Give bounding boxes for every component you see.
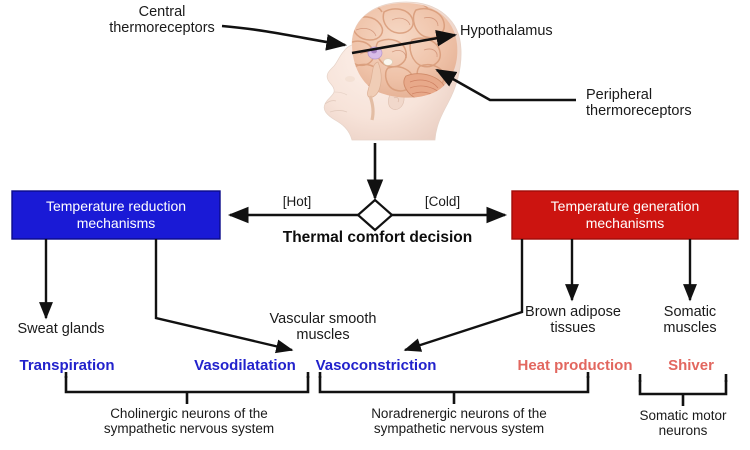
label-organ-sweat-glands: Sweat glands [17, 321, 105, 337]
label-organ-somatic-muscles: Somatic muscles [663, 304, 717, 336]
label-response-transpiration: Transpiration [19, 357, 115, 374]
peripheral-thermoreceptors-arrow [435, 68, 576, 102]
central-thermoreceptors-arrow [221, 24, 348, 51]
hypothalamus-arrow [351, 30, 458, 55]
label-peripheral-thermoreceptors: Peripheral thermoreceptors [586, 87, 692, 119]
label-temperature-generation: Temperature generation mechanisms [550, 198, 700, 231]
arrow-to-vasoconstriction [403, 239, 524, 352]
label-pathway-somatic-motor: Somatic motor neurons [639, 408, 727, 439]
label-temperature-reduction: Temperature reduction mechanisms [45, 198, 187, 231]
bracket-somatic-motor [638, 380, 728, 396]
head-brain-anatomy-image [323, 1, 462, 141]
temperature-reduction-box [11, 190, 221, 240]
label-response-vasodilatation: Vasodilatation [194, 357, 296, 374]
label-pathway-cholinergic: Cholinergic neurons of the sympathetic n… [103, 406, 275, 437]
label-branch-cold: [Cold] [424, 194, 461, 209]
label-response-vasoconstriction: Vasoconstriction [315, 357, 437, 374]
bracket-cholinergic [64, 376, 310, 394]
label-branch-hot: [Hot] [282, 194, 312, 209]
label-pathway-noradrenergic: Noradrenergic neurons of the sympathetic… [371, 406, 547, 437]
decision-diamond-icon [356, 198, 394, 232]
label-central-thermoreceptors: Central thermoreceptors [109, 4, 215, 36]
label-response-heat-production: Heat production [517, 357, 633, 374]
label-organ-vascular-smooth-muscles: Vascular smooth muscles [269, 311, 377, 343]
label-organ-brown-adipose-tissues: Brown adipose tissues [525, 304, 621, 336]
temperature-generation-box [511, 190, 739, 240]
bracket-noradrenergic [318, 376, 590, 394]
label-response-shiver: Shiver [668, 357, 714, 374]
label-hypothalamus: Hypothalamus [460, 23, 553, 39]
label-thermal-comfort-decision: Thermal comfort decision [282, 229, 473, 246]
arrow-to-vasodilatation [154, 239, 294, 354]
